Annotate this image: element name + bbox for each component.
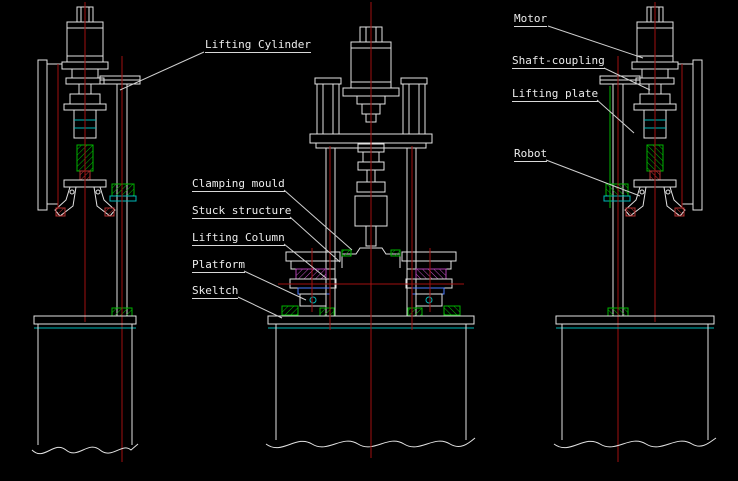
leader-lifting-cylinder — [119, 51, 205, 91]
label-clamping-mould: Clamping mould — [192, 177, 285, 192]
label-lifting-cylinder: Lifting Cylinder — [205, 38, 311, 53]
right-side-view — [553, 1, 717, 463]
leader-lifting-column — [283, 243, 327, 279]
leader-robot — [545, 159, 641, 197]
clamp-assembly — [281, 248, 341, 316]
label-stuck-structure: Stuck structure — [192, 204, 292, 219]
leader-shaft-coupling — [603, 67, 651, 91]
left-side-view — [31, 1, 141, 463]
leader-clamping-mould — [283, 189, 353, 251]
label-motor: Motor — [514, 12, 548, 27]
leader-motor — [547, 25, 644, 59]
leader-platform — [243, 270, 307, 301]
label-lifting-plate: Lifting plate — [512, 87, 599, 102]
label-skeltch: Skeltch — [192, 284, 239, 299]
right-base-pedestal — [553, 315, 717, 449]
label-robot: Robot — [514, 147, 548, 162]
label-lifting-column: Lifting Column — [192, 231, 285, 246]
front-view — [265, 2, 476, 458]
leader-lifting-plate — [596, 99, 635, 134]
label-platform: Platform — [192, 258, 245, 273]
left-base-pedestal — [31, 315, 139, 455]
leader-skeltch — [237, 296, 283, 319]
leader-stuck-structure — [289, 216, 341, 263]
label-shaft-coupling: Shaft-coupling — [512, 54, 605, 69]
leader-lines — [119, 25, 651, 319]
